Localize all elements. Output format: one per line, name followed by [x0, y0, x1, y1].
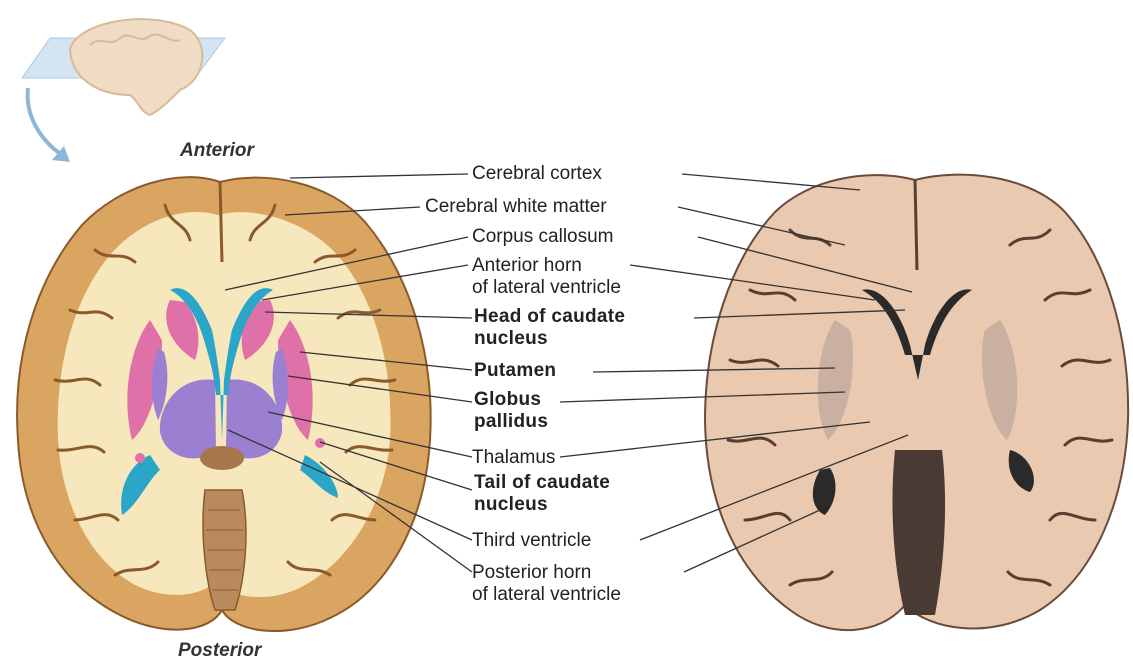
posterior-label: Posterior [178, 640, 261, 662]
photo-fissure [915, 180, 917, 270]
arrow-icon [28, 88, 62, 155]
anterior-label: Anterior [180, 140, 254, 162]
label-corpus-callosum: Corpus callosum [472, 226, 614, 248]
photo-midbrain [892, 450, 945, 615]
label-putamen: Putamen [474, 360, 556, 382]
longitudinal-fissure [220, 182, 222, 262]
illustrated-brain-section [17, 177, 431, 631]
label-third-ventricle: Third ventricle [472, 530, 591, 552]
inset-brain-icon [70, 19, 202, 115]
tail-of-caudate-left [135, 453, 145, 463]
photo-brain-section [705, 175, 1128, 631]
label-cerebral-white-matter: Cerebral white matter [425, 196, 607, 218]
pineal-region [200, 446, 244, 470]
label-thalamus: Thalamus [472, 447, 555, 469]
label-cerebral-cortex: Cerebral cortex [472, 163, 602, 185]
